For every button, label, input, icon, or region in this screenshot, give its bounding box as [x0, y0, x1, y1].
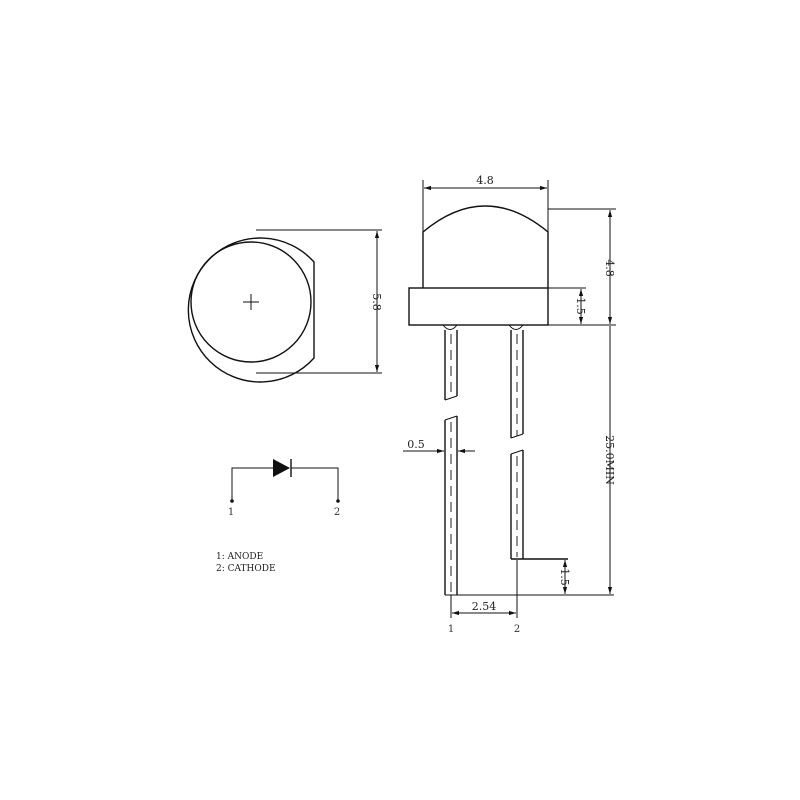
- pin-2-dot: [336, 499, 340, 503]
- lead-anode: [442, 324, 458, 595]
- dim-label-dome-width: 4.8: [476, 174, 494, 187]
- dim-label-lead-length: 25.0MIN: [603, 435, 616, 485]
- schematic-pin-1-label: 1: [228, 507, 234, 518]
- legend-item-cathode: 2: CATHODE: [216, 564, 276, 574]
- lead-2-fillet: [508, 324, 524, 330]
- dim-label-height: 5.8: [370, 293, 383, 311]
- dim-label-lead-width: 0.5: [407, 438, 425, 451]
- wire-anode: [231, 467, 273, 500]
- side-pin-1-label: 1: [448, 624, 454, 635]
- dome-outline: [422, 205, 549, 288]
- dim-label-pitch: 2.54: [472, 600, 497, 613]
- lead-cathode: [508, 324, 568, 560]
- side-pin-2-label: 2: [514, 624, 520, 635]
- flange: [408, 287, 549, 326]
- lens-circle: [190, 241, 312, 363]
- lead-1-fillet: [442, 324, 458, 330]
- wire-cathode: [291, 467, 339, 500]
- dim-label-total-height: 4.8: [603, 259, 616, 277]
- schematic-pin-2-label: 2: [334, 507, 340, 518]
- legend-item-anode: 1: ANODE: [216, 552, 263, 562]
- flange-outline: [187, 237, 315, 383]
- dim-label-flange-height: 1.5: [574, 297, 587, 315]
- front-view: 5.8: [187, 229, 383, 383]
- dim-label-lead-offset: 1.5: [558, 568, 571, 586]
- diode-icon: [273, 459, 290, 477]
- side-view: 4.8 4.8 1.5: [403, 174, 616, 635]
- pin-legend: 1: ANODE 2: CATHODE: [216, 552, 276, 574]
- schematic: 1 2: [228, 459, 340, 518]
- pin-1-dot: [230, 499, 234, 503]
